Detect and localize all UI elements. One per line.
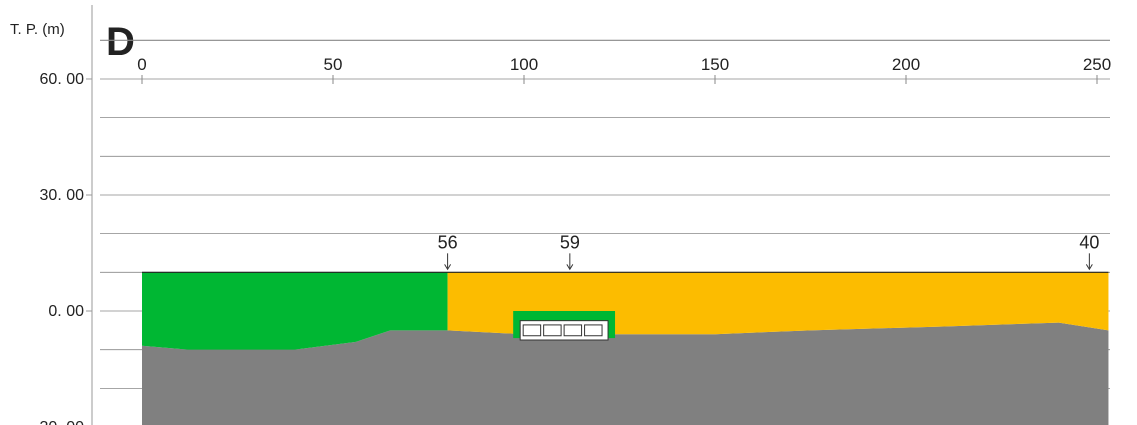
culvert-cell (563, 324, 583, 337)
culvert-cell (543, 324, 562, 337)
x-tick-label: 100 (510, 55, 538, 74)
borehole-label: 40 (1079, 232, 1099, 252)
y-tick-label: 0. 00 (48, 303, 84, 320)
green-soil-layer (142, 272, 448, 350)
x-tick-label: 50 (324, 55, 343, 74)
x-tick-label: 250 (1083, 55, 1111, 74)
y-tick-label: 60. 00 (40, 71, 85, 88)
section-label: D (106, 20, 135, 64)
y-axis-unit-label: T. P. (m) (10, 21, 65, 38)
y-tick-labels: 60. 00 30. 00 0. 00 -30. 00 (34, 71, 92, 425)
borehole-label: 56 (438, 232, 458, 252)
borehole-markers: 56 59 40 (438, 232, 1099, 271)
culvert-cell (522, 324, 542, 337)
borehole-arrowhead (566, 264, 574, 271)
bedrock-layer (142, 322, 1109, 425)
soil-layers (142, 271, 1109, 425)
x-tick-labels: 0 50 100 150 200 250 (137, 55, 1111, 84)
x-tick-label: 150 (701, 55, 729, 74)
borehole-arrowhead (444, 264, 452, 271)
y-tick-label: -30. 00 (34, 419, 84, 425)
box-culvert-structure (513, 311, 616, 341)
x-tick-label: 0 (137, 55, 146, 74)
x-tick-label: 200 (892, 55, 920, 74)
borehole-arrowhead (1085, 264, 1093, 271)
culvert-cell (584, 324, 603, 337)
borehole-label: 59 (560, 232, 580, 252)
y-tick-label: 30. 00 (40, 187, 85, 204)
